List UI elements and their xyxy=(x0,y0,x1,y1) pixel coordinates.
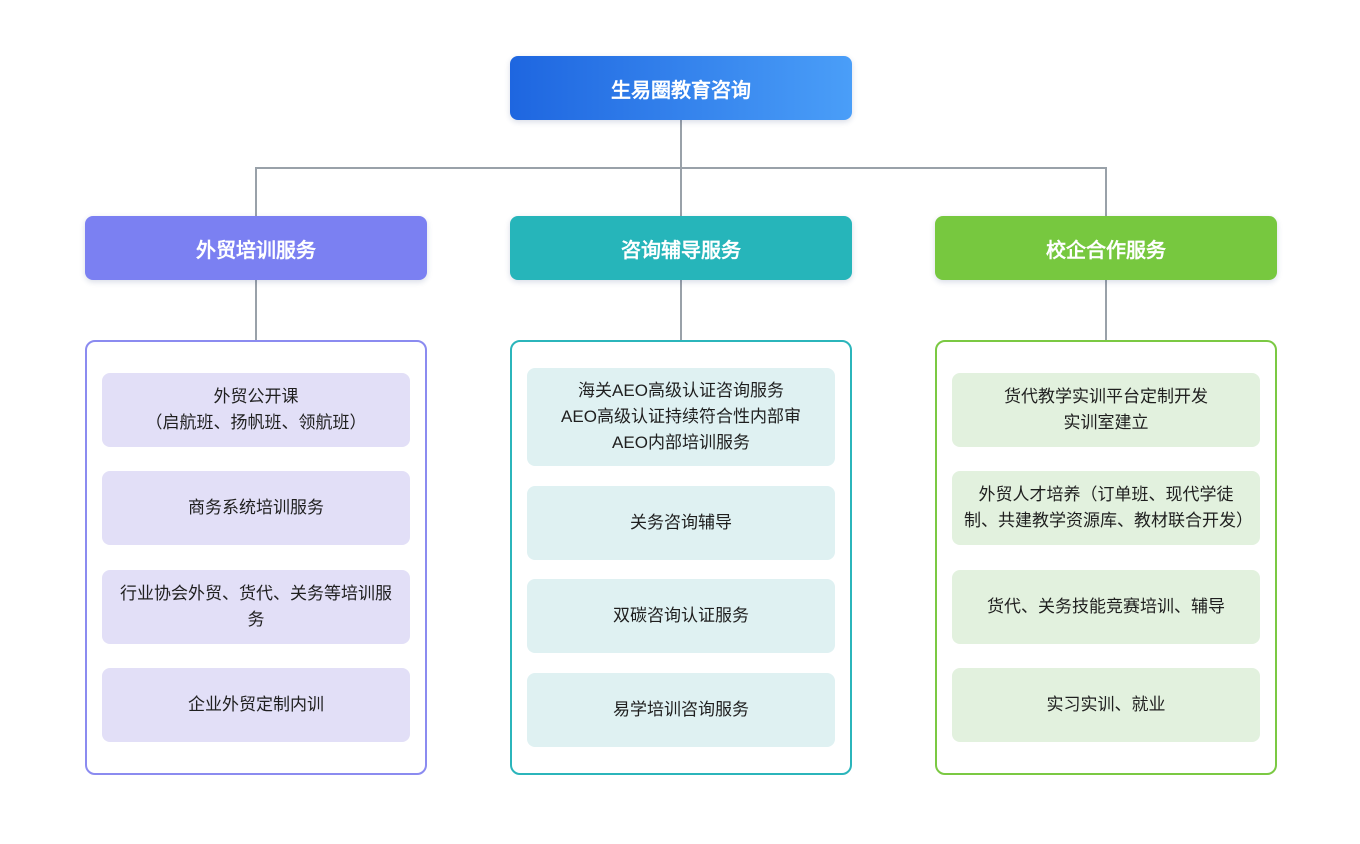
service-item: 实习实训、就业 xyxy=(952,668,1260,743)
connector-header-group-center xyxy=(680,280,682,340)
service-item: 双碳咨询认证服务 xyxy=(527,579,835,654)
branch-group-school-enterprise-cooperation: 货代教学实训平台定制开发 实训室建立 外贸人才培养（订单班、现代学徒制、共建教学… xyxy=(935,340,1277,775)
service-item: 商务系统培训服务 xyxy=(102,471,410,546)
service-item: 关务咨询辅导 xyxy=(527,485,835,560)
service-item: 外贸人才培养（订单班、现代学徒制、共建教学资源库、教材联合开发） xyxy=(952,471,1260,546)
service-item: 企业外贸定制内训 xyxy=(102,668,410,743)
connector-header-group-left xyxy=(255,280,257,340)
root-node: 生易圈教育咨询 xyxy=(510,56,852,120)
connector-horizontal xyxy=(255,167,1106,169)
branch-header-consulting-coaching: 咨询辅导服务 xyxy=(510,216,852,280)
connector-drop-right xyxy=(1105,167,1107,216)
service-item: 易学培训咨询服务 xyxy=(527,673,835,748)
service-item: 行业协会外贸、货代、关务等培训服务 xyxy=(102,569,410,644)
service-item: 货代、关务技能竞赛培训、辅导 xyxy=(952,569,1260,644)
service-item: 海关AEO高级认证咨询服务 AEO高级认证持续符合性内部审 AEO内部培训服务 xyxy=(527,367,835,466)
branch-group-consulting-coaching: 海关AEO高级认证咨询服务 AEO高级认证持续符合性内部审 AEO内部培训服务 … xyxy=(510,340,852,775)
service-item: 货代教学实训平台定制开发 实训室建立 xyxy=(952,372,1260,447)
connector-drop-left xyxy=(255,167,257,216)
branch-header-school-enterprise-cooperation: 校企合作服务 xyxy=(935,216,1277,280)
branch-header-foreign-trade-training: 外贸培训服务 xyxy=(85,216,427,280)
branch-group-foreign-trade-training: 外贸公开课 （启航班、扬帆班、领航班） 商务系统培训服务 行业协会外贸、货代、关… xyxy=(85,340,427,775)
service-item: 外贸公开课 （启航班、扬帆班、领航班） xyxy=(102,372,410,447)
connector-header-group-right xyxy=(1105,280,1107,340)
